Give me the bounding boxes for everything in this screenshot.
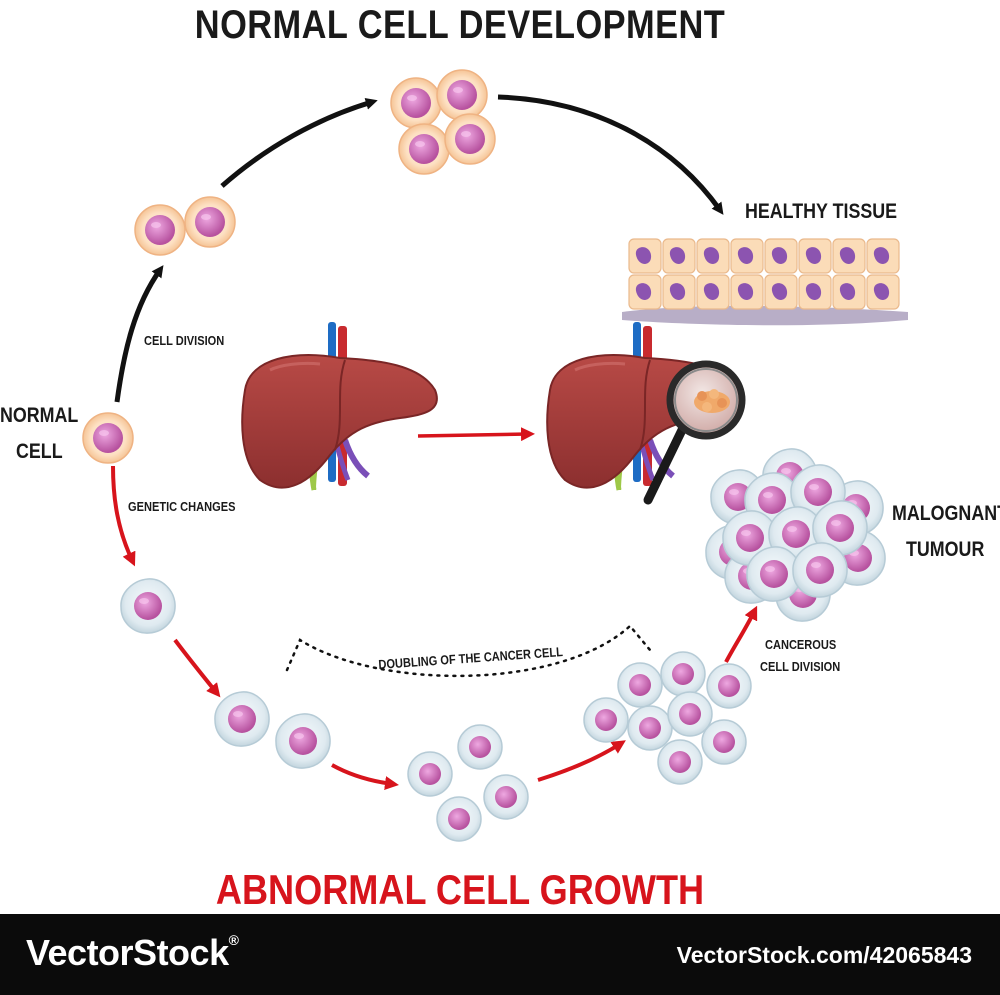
healthy-tissue-label: HEALTHY TISSUE	[745, 200, 898, 223]
arrow-division-to-cluster	[220, 97, 378, 188]
registered-mark: ®	[228, 932, 239, 948]
brand-logo[interactable]: VectorStock®	[26, 932, 239, 974]
normal-cell	[82, 412, 134, 464]
arrow-mutated-to-pair	[173, 638, 221, 698]
malignant-label-line1: MALOGNANT	[892, 502, 1000, 525]
arrow-pair-to-quad	[331, 763, 399, 790]
arrow-cluster-to-tumour	[724, 605, 758, 663]
footer-bar: VectorStock® VectorStock.com/42065843	[0, 914, 1000, 995]
cancerous-label-line2: CELL DIVISION	[760, 659, 841, 674]
arrow-quad-to-cluster	[537, 740, 626, 782]
normal-cell-label-line1: NORMAL	[0, 404, 79, 427]
malignant-tumour	[705, 448, 886, 622]
genetic-changes-label: GENETIC CHANGES	[128, 499, 236, 514]
liver-healthy	[240, 322, 439, 490]
arrow-normal-to-division	[114, 265, 164, 403]
cell-division-label: CELL DIVISION	[144, 333, 225, 348]
section-title-abnormal: ABNORMAL CELL GROWTH	[215, 866, 705, 913]
doubling-bracket	[285, 624, 652, 678]
cancer-cell-pair	[214, 691, 331, 769]
mutated-cell	[120, 578, 176, 634]
image-id-link[interactable]: VectorStock.com/42065843	[676, 942, 972, 968]
arrow-cluster-to-tissue	[497, 94, 724, 215]
arrow-liver-to-liver	[417, 427, 535, 442]
cancerous-label-line1: CANCEROUS	[765, 637, 837, 652]
magnifier-icon	[643, 360, 746, 505]
cell-pair-division	[134, 196, 236, 256]
cancer-cell-cluster	[583, 651, 752, 785]
cell-cluster-four	[390, 69, 496, 175]
malignant-label-line2: TUMOUR	[906, 538, 985, 561]
normal-cell-label-line2: CELL	[16, 440, 63, 463]
page-title: NORMAL CELL DEVELOPMENT	[194, 3, 726, 47]
brand-name: VectorStock	[26, 932, 229, 973]
arrow-normal-to-mutated	[111, 465, 136, 567]
cancer-cell-quad	[407, 724, 529, 842]
healthy-tissue	[622, 238, 908, 326]
